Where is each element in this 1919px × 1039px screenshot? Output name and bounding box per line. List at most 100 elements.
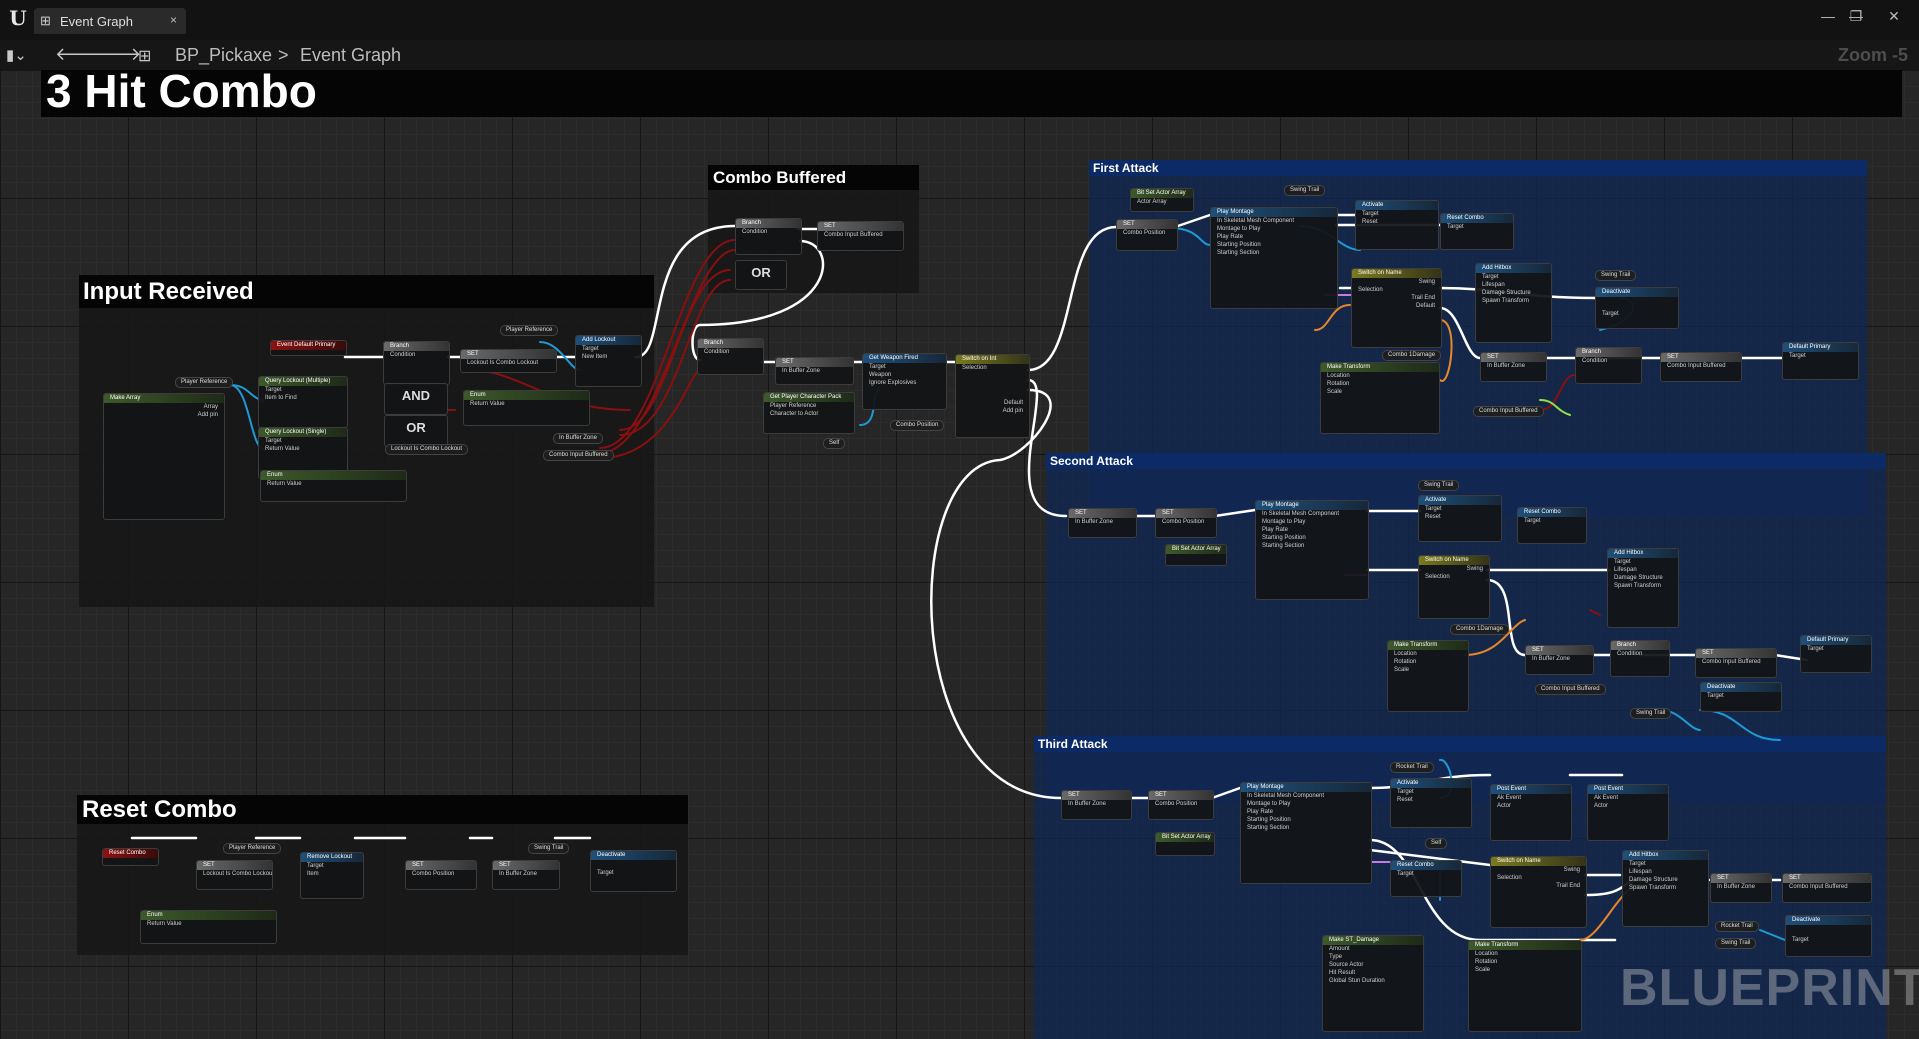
pin-hit-result[interactable]: Hit Result bbox=[1329, 970, 1356, 976]
pin-damage-structure[interactable]: Damage Structure bbox=[1482, 290, 1531, 296]
pin-return[interactable]: Return Value bbox=[265, 446, 300, 452]
pin-rotation[interactable]: Rotation bbox=[1327, 381, 1350, 387]
switch-on-name-node[interactable]: Switch on Name Swing Selection Trail End… bbox=[1351, 268, 1442, 348]
pin-rotation[interactable]: Rotation bbox=[1475, 959, 1498, 965]
pin-skeletal[interactable]: In Skeletal Mesh Component bbox=[1217, 218, 1295, 224]
breadcrumb-root[interactable]: BP_Pickaxe bbox=[175, 45, 273, 65]
pin-in-buffer-zone[interactable]: In Buffer Zone bbox=[1487, 363, 1525, 369]
rocket-trail-var[interactable]: Rocket Trail bbox=[1715, 921, 1759, 932]
pin-add[interactable]: Add pin bbox=[197, 412, 218, 418]
make-transform-node[interactable]: Make Transform Location Rotation Scale bbox=[1468, 940, 1582, 1032]
pin-combo-buffered[interactable]: Combo Input Buffered bbox=[1667, 363, 1726, 369]
graph-hierarchy-icon[interactable]: ⊞ bbox=[138, 48, 152, 65]
pin-combo-buffered[interactable]: Combo Input Buffered bbox=[1702, 659, 1761, 665]
remove-lockout-node[interactable]: Remove Lockout Target Item bbox=[300, 852, 364, 899]
set-lockout-node[interactable]: SET Lockout Is Combo Lockout bbox=[196, 860, 273, 890]
and-node[interactable]: AND bbox=[384, 383, 448, 415]
pin-target[interactable]: Target bbox=[1792, 937, 1809, 943]
set-combo-buffered-node[interactable]: SET Combo Input Buffered bbox=[1782, 873, 1872, 903]
swing-trail-var[interactable]: Swing Trail bbox=[1630, 708, 1672, 719]
pin-play-rate[interactable]: Play Rate bbox=[1247, 809, 1274, 815]
pin-return[interactable]: Return Value bbox=[470, 401, 505, 407]
branch-node[interactable]: Branch Condition bbox=[1575, 347, 1642, 384]
rocket-trail-var[interactable]: Rocket Trail bbox=[1390, 762, 1434, 773]
branch-node[interactable]: Branch Condition bbox=[697, 338, 764, 375]
pin-target[interactable]: Target bbox=[1425, 506, 1442, 512]
pin-condition[interactable]: Condition bbox=[1582, 358, 1608, 364]
pin-item[interactable]: Item bbox=[307, 871, 319, 877]
enum-lockout-node[interactable]: Enum Return Value bbox=[140, 910, 277, 944]
lockout-combo-var[interactable]: Lockout Is Combo Lockout bbox=[385, 444, 469, 455]
pin-location[interactable]: Location bbox=[1394, 651, 1417, 657]
reset-combo-node[interactable]: Reset Combo Target bbox=[1440, 213, 1514, 250]
pin-target[interactable]: Target bbox=[1614, 559, 1631, 565]
play-montage-node[interactable]: Play Montage In Skeletal Mesh Component … bbox=[1255, 500, 1369, 600]
pin-array[interactable]: Array bbox=[203, 404, 218, 410]
pin-starting-position[interactable]: Starting Position bbox=[1247, 817, 1291, 823]
enum-node[interactable]: Enum Return Value bbox=[260, 470, 407, 502]
forward-arrow-icon[interactable]: 🡒 bbox=[93, 44, 142, 64]
post-event-node[interactable]: Post Event Ak Event Actor bbox=[1587, 784, 1669, 841]
add-hitbox-node[interactable]: Add Hitbox Target Lifespan Damage Struct… bbox=[1607, 548, 1679, 628]
pin-target[interactable]: Target bbox=[869, 364, 886, 370]
pin-character[interactable]: Character to Actor bbox=[770, 411, 819, 417]
swing-trail-var[interactable]: Swing Trail bbox=[1595, 270, 1637, 281]
pin-ak-event[interactable]: Ak Event bbox=[1594, 795, 1619, 801]
add-hitbox-node[interactable]: Add Hitbox Target Lifespan Damage Struct… bbox=[1622, 850, 1709, 927]
pin-selection[interactable]: Selection bbox=[962, 365, 987, 371]
pin-spawn-transform[interactable]: Spawn Transform bbox=[1629, 885, 1677, 891]
pin-play-rate[interactable]: Play Rate bbox=[1262, 527, 1289, 533]
pin-ak-event[interactable]: Ak Event bbox=[1497, 795, 1522, 801]
pin-return[interactable]: Return Value bbox=[147, 921, 182, 927]
pin-in-buffer-zone[interactable]: In Buffer Zone bbox=[1717, 884, 1755, 890]
bit-set-actor-array-node[interactable]: Bit Set Actor Array Actor Array bbox=[1130, 188, 1194, 212]
pin-player-reference[interactable]: Player Reference bbox=[770, 403, 817, 409]
pin-default[interactable]: Default bbox=[1415, 303, 1435, 309]
pin-montage[interactable]: Montage to Play bbox=[1217, 226, 1261, 232]
swing-trail-var[interactable]: Swing Trail bbox=[1284, 185, 1326, 196]
pin-skeletal[interactable]: In Skeletal Mesh Component bbox=[1262, 511, 1340, 517]
activate-node[interactable]: Activate Target Reset bbox=[1355, 200, 1439, 250]
pin-spawn-transform[interactable]: Spawn Transform bbox=[1614, 583, 1662, 589]
pin-target[interactable]: Target bbox=[265, 438, 282, 444]
bookmark-icon[interactable]: ▮⌄ bbox=[6, 47, 27, 64]
set-in-buffer-zone-node[interactable]: SET In Buffer Zone bbox=[1710, 873, 1772, 903]
pin-scale[interactable]: Scale bbox=[1327, 389, 1343, 395]
combo-input-buffered-var[interactable]: Combo Input Buffered bbox=[1535, 684, 1606, 695]
pin-ignore-explosives[interactable]: Ignore Explosives bbox=[869, 380, 917, 386]
pin-in-buffer-zone[interactable]: In Buffer Zone bbox=[782, 368, 820, 374]
set-in-buffer-zone-node[interactable]: SET In Buffer Zone bbox=[1525, 645, 1594, 675]
play-montage-node[interactable]: Play Montage In Skeletal Mesh Component … bbox=[1240, 782, 1372, 884]
pin-amount[interactable]: Amount bbox=[1329, 946, 1350, 952]
pin-target[interactable]: Target bbox=[1789, 353, 1806, 359]
comment-3-hit-combo[interactable]: 3 Hit Combo bbox=[41, 70, 1902, 125]
pin-starting-section[interactable]: Starting Section bbox=[1262, 543, 1305, 549]
make-transform-node[interactable]: Make Transform Location Rotation Scale bbox=[1387, 640, 1469, 712]
pin-actor[interactable]: Actor bbox=[1497, 803, 1512, 809]
pin-in-buffer-zone[interactable]: In Buffer Zone bbox=[1068, 801, 1106, 807]
pin-rotation[interactable]: Rotation bbox=[1394, 659, 1417, 665]
pin-target[interactable]: Target bbox=[307, 863, 324, 869]
pin-selection[interactable]: Selection bbox=[1425, 574, 1450, 580]
branch-node[interactable]: Branch Condition bbox=[735, 218, 802, 255]
switch-on-name-node[interactable]: Switch on Name Swing Selection bbox=[1418, 555, 1490, 619]
set-combo-buffered-node[interactable]: SET Combo Input Buffered bbox=[1695, 648, 1777, 678]
player-reference-var[interactable]: Player Reference bbox=[175, 377, 234, 388]
default-primary-node[interactable]: Default Primary Target bbox=[1800, 635, 1872, 673]
pin-actor[interactable]: Actor bbox=[1594, 803, 1609, 809]
set-combo-buffered-node[interactable]: SET Combo Input Buffered bbox=[1660, 352, 1742, 382]
pin-combo-buffered[interactable]: Combo Input Buffered bbox=[824, 232, 883, 238]
pin-starting-section[interactable]: Starting Section bbox=[1217, 250, 1260, 256]
player-reference-var[interactable]: Player Reference bbox=[500, 325, 559, 336]
breadcrumb-current[interactable]: Event Graph bbox=[300, 45, 402, 65]
get-weapon-fired-node[interactable]: Get Weapon Fired Target Weapon Ignore Ex… bbox=[862, 353, 947, 410]
pin-scale[interactable]: Scale bbox=[1475, 967, 1491, 973]
swing-trail-var[interactable]: Swing Trail bbox=[528, 843, 570, 854]
pin-target[interactable]: Target bbox=[1397, 789, 1414, 795]
minimize-button[interactable]: — bbox=[1849, 8, 1863, 24]
set-in-buffer-zone-node[interactable]: SET In Buffer Zone bbox=[1061, 790, 1132, 820]
pin-in-buffer-zone[interactable]: In Buffer Zone bbox=[1532, 656, 1570, 662]
set-in-buffer-zone-node[interactable]: SET In Buffer Zone bbox=[1480, 352, 1547, 382]
or-node[interactable]: OR bbox=[735, 260, 787, 290]
default-primary-node[interactable]: Default Primary Target bbox=[1782, 342, 1859, 380]
